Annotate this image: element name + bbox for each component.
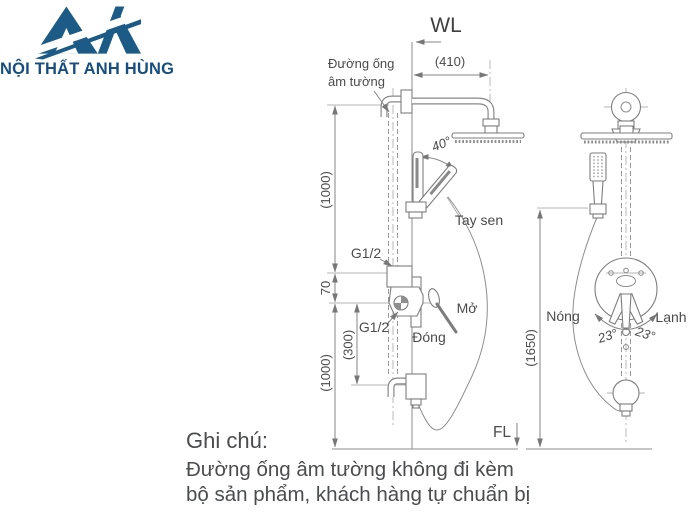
valve-lever (435, 302, 458, 334)
rain-head-side (451, 118, 525, 143)
thread-bottom-leader (386, 311, 399, 325)
hand-shower-leader (446, 196, 460, 217)
outlet-front (607, 379, 645, 417)
mixer-valve (386, 265, 458, 334)
hand-shower-hose (418, 196, 488, 431)
floor-line-label: FL (493, 424, 511, 441)
side-view (327, 39, 525, 450)
concealed-pipe-label-1: Đường ống (328, 56, 394, 71)
footnote: Ghi chú: Đường ống âm tường không đi kèm… (186, 428, 530, 507)
logo-mark-icon (33, 6, 141, 60)
handle-angle-right-label: 23° (633, 323, 657, 344)
footnote-title: Ghi chú: (186, 428, 268, 453)
footnote-line-2: bộ sản phẩm, khách hàng tự chuẩn bị (186, 483, 531, 506)
front-view (526, 88, 673, 450)
handle-front (620, 293, 632, 329)
dim-70-label: 70 (318, 281, 333, 295)
concealed-pipe-label-2: âm tường (328, 74, 385, 89)
hand-shower-front (589, 152, 607, 219)
cold-label: Lạnh (655, 309, 686, 325)
valve-front (594, 257, 658, 350)
company-name: NỘI THẤT ANH HÙNG (0, 60, 175, 78)
hand-shower-label: Tay sen (455, 212, 503, 228)
hot-label: Nóng (546, 308, 579, 324)
thread-top-label: G1/2 (351, 245, 382, 261)
shower-arm (412, 97, 495, 119)
thread-bottom-label: G1/2 (359, 319, 390, 335)
handle-angle-left-label: 23° (595, 326, 619, 347)
swivel-angle-label: 40° (429, 133, 453, 154)
bath-spout (387, 373, 427, 409)
rain-head-front (580, 125, 673, 144)
dim-300-label: (300) (341, 330, 356, 360)
company-logo: NỘI THẤT ANH HÙNG (0, 2, 174, 79)
hand-shower-bracket (405, 201, 427, 213)
dim-1000-upper-label: (1000) (318, 171, 333, 209)
close-label: Đóng (412, 329, 445, 345)
hand-shower-vertical (412, 151, 424, 205)
dim-410-label: (410) (435, 54, 465, 69)
open-label: Mở (457, 300, 478, 316)
dim-1000-lower-label: (1000) (318, 354, 333, 392)
concealed-pipe-leader (373, 90, 390, 113)
footnote-line-1: Đường ống âm tường không đi kèm (186, 458, 514, 481)
hose-front (572, 214, 624, 412)
dim-1650-label: (1650) (523, 329, 538, 367)
handle-arc (594, 313, 658, 330)
wall-line-label: WL (430, 14, 462, 37)
wall-flange (400, 89, 413, 114)
thread-top-leader (379, 258, 393, 267)
